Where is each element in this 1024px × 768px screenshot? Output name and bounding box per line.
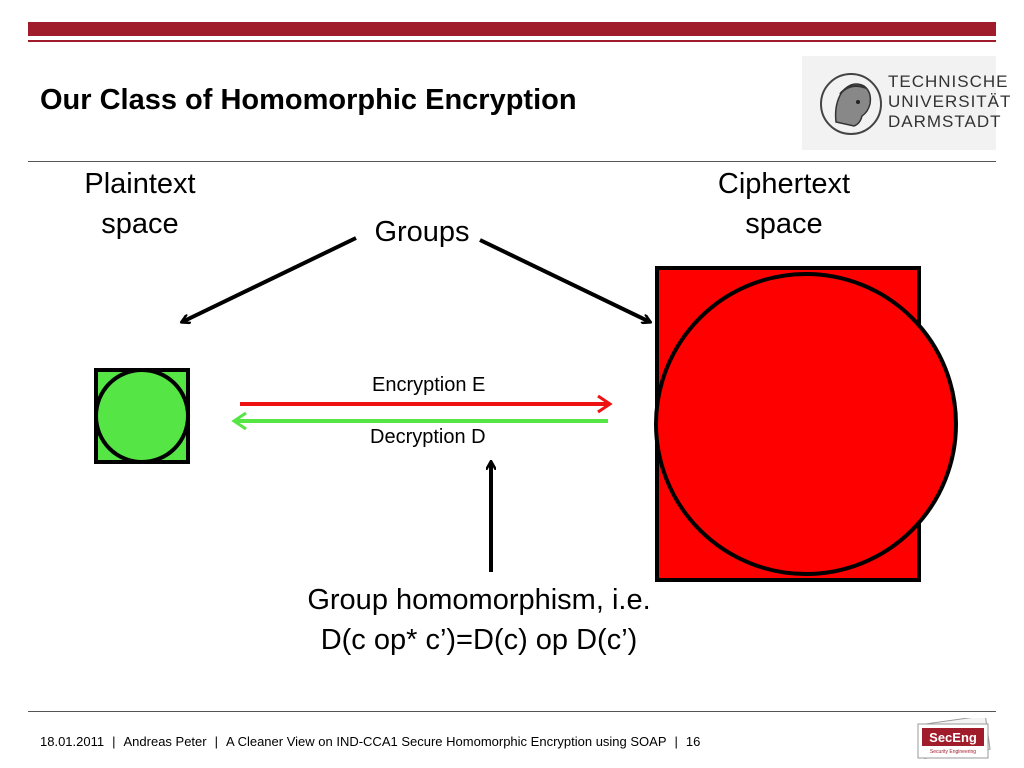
groups-arrow-left [182,236,357,322]
ciphertext-circle [654,272,958,576]
seceng-logo: SecEng Security Engineering [917,718,991,759]
groups-arrow-right [479,238,650,322]
plaintext-circle [94,368,190,464]
header-line [28,40,996,42]
footer-text: 18.01.2011 | Andreas Peter | A Cleaner View … [40,734,700,749]
decryption-label: Decryption D [370,426,486,448]
tu-darmstadt-logo [802,56,996,150]
seceng-subtitle: Security Engineering [930,749,976,755]
footer-separator: | [674,734,678,749]
footer-separator: | [214,734,218,749]
footer-separator: | [112,734,116,749]
footer-author: Andreas Peter [123,734,207,749]
slide-title: Our Class of Homomorphic Encryption [40,84,577,116]
homomorphism-label: Group homomorphism, i.e. D(c op* c’)=D(c… [307,584,651,656]
footer-divider [28,711,996,712]
athena-head-icon [820,73,882,135]
title-divider [28,161,996,162]
footer-talk-title: A Cleaner View on IND-CCA1 Secure Homomo… [226,734,667,749]
footer-date: 18.01.2011 [40,734,105,749]
encryption-label: Encryption E [372,374,486,396]
groups-label: Groups [374,216,470,248]
footer-page-number: 16 [685,734,701,749]
decryption-arrowhead [231,411,247,431]
tu-darmstadt-wordmark: TECHNISCHE UNIVERSITÄT DARMSTADT [888,72,1012,131]
header-bar [28,22,996,36]
ciphertext-space-label: Ciphertext space [717,168,851,240]
encryption-arrowhead [597,394,613,414]
plaintext-space-label: Plaintext space [84,168,196,240]
seceng-wordmark: SecEng [929,730,977,745]
